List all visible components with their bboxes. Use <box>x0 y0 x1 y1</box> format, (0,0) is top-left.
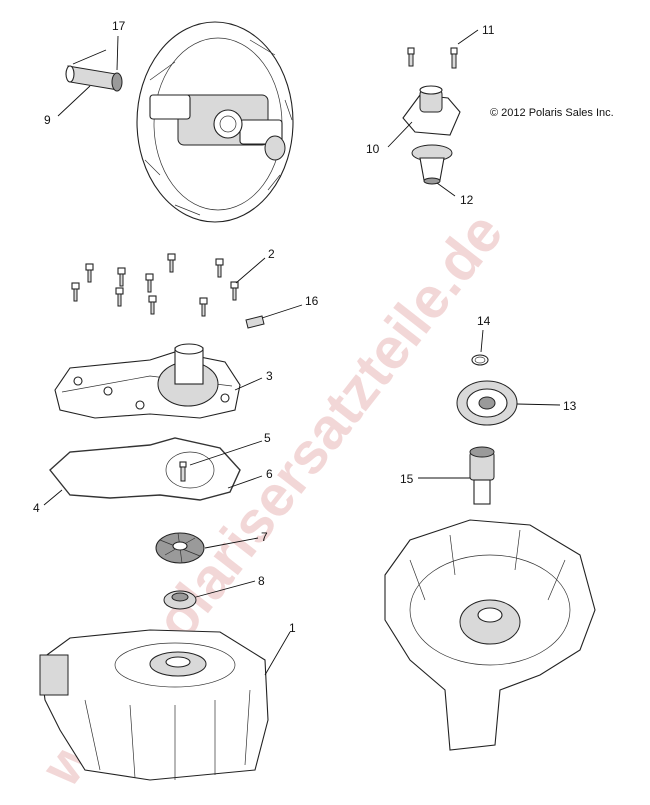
callout-15: 15 <box>400 472 414 486</box>
part-thermostat[interactable] <box>411 144 453 185</box>
part-thermostat-housing[interactable] <box>402 85 461 136</box>
copyright-text: © 2012 Polaris Sales Inc. <box>490 107 614 119</box>
part-pump-cover[interactable] <box>54 343 241 419</box>
part-seal[interactable] <box>163 590 197 610</box>
callout-6: 6 <box>266 467 273 481</box>
callout-17: 17 <box>112 19 126 33</box>
part-gear[interactable] <box>456 380 518 426</box>
callout-numbers: 17 9 11 10 12 2 16 3 5 6 4 7 8 1 14 13 1… <box>33 19 577 635</box>
part-sleeve[interactable] <box>65 65 123 92</box>
leader-lines <box>43 29 561 676</box>
part-bolts-11[interactable] <box>407 47 458 69</box>
callout-3: 3 <box>266 369 273 383</box>
callout-8: 8 <box>258 574 265 588</box>
callout-14: 14 <box>477 314 491 328</box>
part-pin[interactable] <box>245 315 265 329</box>
callout-11: 11 <box>482 23 495 37</box>
callout-1: 1 <box>289 621 296 635</box>
part-gasket[interactable] <box>49 437 241 501</box>
part-screw-5[interactable] <box>179 461 187 482</box>
part-lower-cover[interactable] <box>39 629 269 781</box>
callout-7: 7 <box>261 530 268 544</box>
callout-5: 5 <box>264 431 271 445</box>
part-bolts-2[interactable] <box>71 253 239 317</box>
callout-4: 4 <box>33 501 40 515</box>
callout-10: 10 <box>366 142 380 156</box>
part-lower-housing-right[interactable] <box>384 519 596 751</box>
part-cover-assembly-upper[interactable] <box>136 21 294 223</box>
part-impeller[interactable] <box>155 532 205 564</box>
callout-12: 12 <box>460 193 474 207</box>
part-o-ring[interactable] <box>471 354 489 366</box>
callout-9: 9 <box>44 113 51 127</box>
callout-2: 2 <box>268 247 275 261</box>
callout-16: 16 <box>305 294 319 308</box>
part-drive-shaft[interactable] <box>469 446 495 505</box>
callout-13: 13 <box>563 399 577 413</box>
